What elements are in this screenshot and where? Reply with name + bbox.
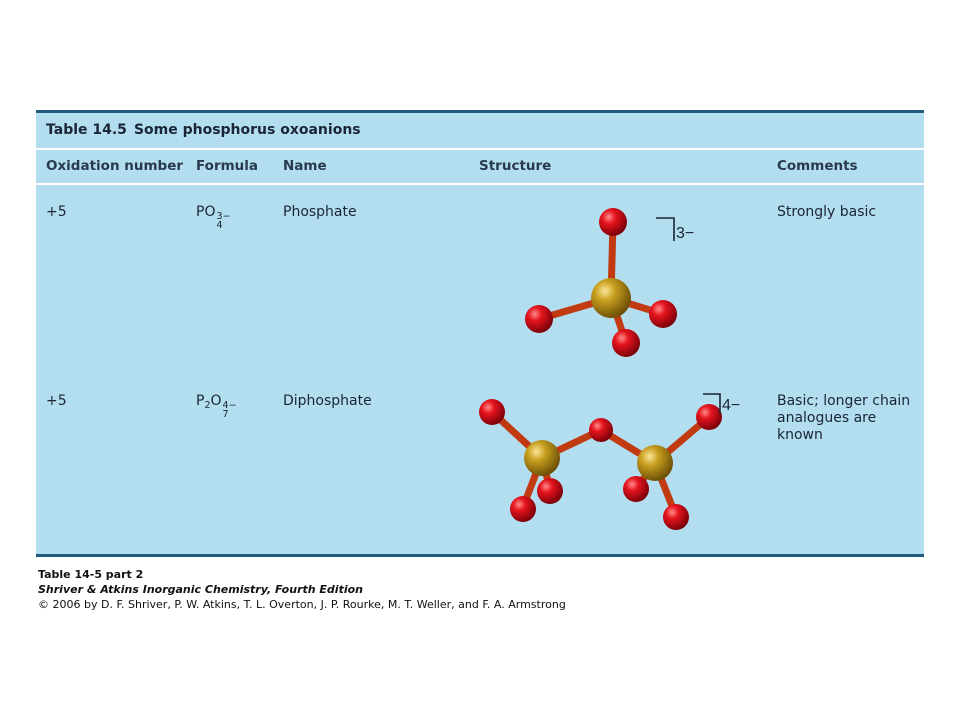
table-caption: Table 14.5 Some phosphorus oxoanions [46, 122, 361, 138]
footer-table-ref: Table 14-5 part 2 [38, 568, 144, 581]
row1-formula-scripts: 3−4 [216, 211, 231, 231]
header-comments: Comments [777, 158, 858, 174]
header-structure: Structure [479, 158, 552, 174]
row1-formula-subscript: 4 [216, 220, 223, 231]
table-number: Table 14.5 [46, 122, 127, 138]
row1-formula-base: PO [196, 204, 216, 220]
row1-formula-charge: 3− [216, 211, 231, 222]
row2-formula-p: P [196, 393, 205, 409]
row2-comment-line-1: Basic; longer chain [777, 393, 911, 409]
table-title: Some phosphorus oxoanions [133, 122, 361, 138]
row2-formula-scripts: 4−7 [222, 400, 237, 420]
row2-formula-psub: 2 [204, 400, 211, 411]
caption-rule [36, 148, 924, 150]
footer-copyright: © 2006 by D. F. Shriver, P. W. Atkins, T… [38, 598, 566, 611]
row2-formula-charge: 4− [222, 400, 237, 411]
header-oxidation: Oxidation number [46, 158, 184, 174]
row2-name: Diphosphate [283, 393, 372, 409]
row1-comment: Strongly basic [777, 204, 876, 221]
row1-oxidation: +5 [46, 204, 67, 220]
table-panel: Table 14.5 Some phosphorus oxoanions Oxid… [36, 110, 924, 557]
row1-comment-line: Strongly basic [777, 204, 877, 220]
row2-comment: Basic; longer chain analogues are known [777, 393, 924, 444]
footer-book-title: Shriver & Atkins Inorganic Chemistry, Fo… [38, 583, 363, 596]
header-name: Name [283, 158, 327, 174]
row1-name: Phosphate [283, 204, 357, 220]
header-formula: Formula [196, 158, 259, 174]
header-rule [36, 183, 924, 185]
row2-comment-line-2: analogues are known [777, 410, 877, 443]
row2-formula-subscript: 7 [222, 409, 229, 420]
row2-oxidation: +5 [46, 393, 67, 409]
row2-formula-o: O [210, 393, 222, 409]
